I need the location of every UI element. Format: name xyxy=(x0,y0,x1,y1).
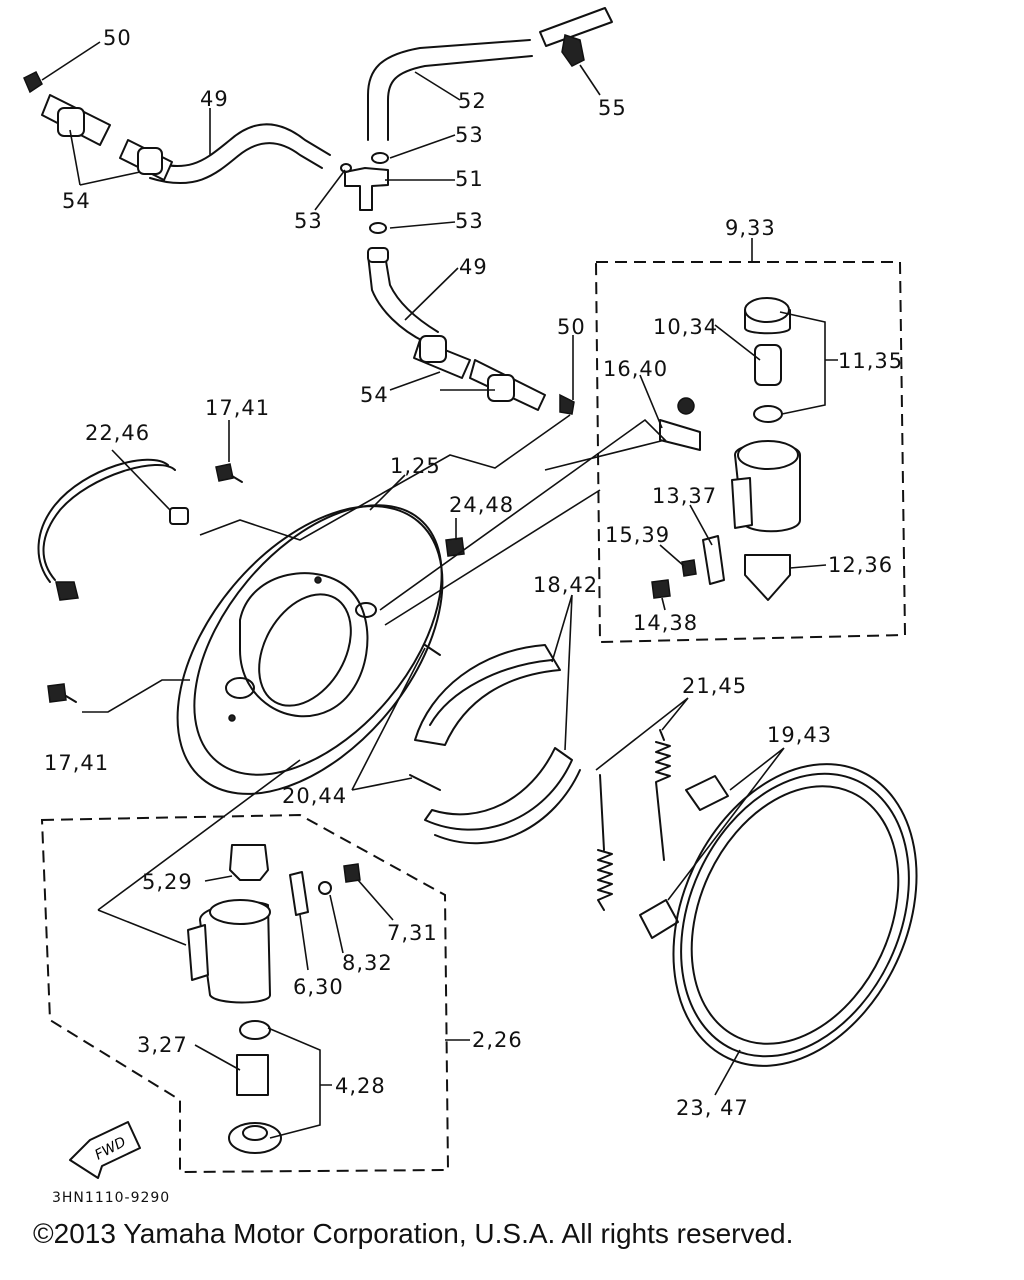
callout-17-41-lower: 17,41 xyxy=(44,751,109,775)
wheel-cylinder-upper xyxy=(659,297,801,601)
clip-50-upper xyxy=(23,70,43,94)
callout-1-25: 1,25 xyxy=(390,454,441,478)
callout-22-46: 22,46 xyxy=(85,421,150,445)
spring-15 xyxy=(681,559,697,577)
callout-3-27: 3,27 xyxy=(137,1033,188,1057)
callout-6-30: 6,30 xyxy=(293,975,344,999)
callout-13-37: 13,37 xyxy=(652,484,717,508)
callout-11-35: 11,35 xyxy=(838,349,903,373)
callout-4-28: 4,28 xyxy=(335,1074,386,1098)
brake-backing-plate xyxy=(176,504,444,795)
copyright-notice: ©2013 Yamaha Motor Corporation, U.S.A. A… xyxy=(33,1218,794,1249)
fwd-arrow: FWD xyxy=(69,1121,141,1179)
callout-8-32: 8,32 xyxy=(342,951,393,975)
return-spring-left xyxy=(597,774,613,911)
clamp-53-c xyxy=(340,163,352,173)
clamp-53-b xyxy=(369,222,387,234)
callout-12-36: 12,36 xyxy=(828,553,893,577)
pin-20-lower xyxy=(409,774,441,791)
brake-shoe-lower xyxy=(424,747,581,845)
callout-51: 51 xyxy=(455,167,484,191)
callout-17-41-upper: 17,41 xyxy=(205,396,270,420)
bleed-screw-14 xyxy=(651,579,671,599)
hose-joint-54-upper xyxy=(41,94,173,181)
bleed-screw-7 xyxy=(343,863,361,883)
vent-hose-52 xyxy=(367,7,613,141)
callout-49-lower: 49 xyxy=(459,255,488,279)
callout-54-upper: 54 xyxy=(62,189,91,213)
clip-50-lower xyxy=(559,393,575,415)
callout-49-upper: 49 xyxy=(200,87,229,111)
brake-hose-49-upper xyxy=(144,123,331,185)
exploded-view: FWD xyxy=(23,7,918,1206)
plate-6 xyxy=(289,871,309,916)
pin-20-upper xyxy=(424,644,441,656)
callout-20-44: 20,44 xyxy=(282,784,347,808)
callout-55: 55 xyxy=(598,96,627,120)
callout-54-lower: 54 xyxy=(360,383,389,407)
brake-shoe-upper xyxy=(414,644,561,746)
assembly-box-9-33 xyxy=(594,261,907,644)
callout-21-45: 21,45 xyxy=(682,674,747,698)
callout-24-48: 24,48 xyxy=(449,493,514,517)
callout-16-40: 16,40 xyxy=(603,357,668,381)
bolt-17-lower xyxy=(47,683,77,703)
union-51 xyxy=(344,167,389,211)
callout-53-c: 53 xyxy=(294,209,323,233)
callout-53-a: 53 xyxy=(455,123,484,147)
callout-14-38: 14,38 xyxy=(633,611,698,635)
callout-labels: 50 49 54 52 55 53 51 53 53 49 9,33 50 10… xyxy=(44,26,903,1120)
brake-hose-22 xyxy=(37,458,189,601)
brake-hose-49-lower xyxy=(367,247,439,343)
washer-8 xyxy=(318,881,332,895)
hose-joint-54-lower xyxy=(413,335,546,411)
clamp-53-a xyxy=(371,152,389,164)
leader-lines xyxy=(41,41,838,1139)
callout-19-43: 19,43 xyxy=(767,723,832,747)
bolt-17-upper xyxy=(215,463,243,483)
pin-19-a xyxy=(685,775,729,811)
assembly-box-2-26 xyxy=(40,813,450,1174)
callout-52: 52 xyxy=(458,89,487,113)
callout-7-31: 7,31 xyxy=(387,921,438,945)
callout-2-26: 2,26 xyxy=(472,1028,523,1052)
callout-23-47: 23, 47 xyxy=(676,1096,749,1120)
callout-50-upper: 50 xyxy=(103,26,132,50)
callout-18-42: 18,42 xyxy=(533,573,598,597)
callout-9-33: 9,33 xyxy=(725,216,776,240)
diagram-part-code: 3HN1110-9290 xyxy=(52,1190,170,1206)
callout-50-lower: 50 xyxy=(557,315,586,339)
plate-13 xyxy=(702,535,725,585)
brake-drum xyxy=(672,763,918,1067)
clip-55 xyxy=(561,34,585,67)
bolt-24 xyxy=(445,537,465,557)
pin-19-b xyxy=(639,899,679,939)
wheel-cylinder-lower xyxy=(187,844,282,1154)
return-spring-right xyxy=(655,729,671,861)
callout-5-29: 5,29 xyxy=(142,870,193,894)
callout-10-34: 10,34 xyxy=(653,315,718,339)
callout-53-b: 53 xyxy=(455,209,484,233)
callout-15-39: 15,39 xyxy=(605,523,670,547)
